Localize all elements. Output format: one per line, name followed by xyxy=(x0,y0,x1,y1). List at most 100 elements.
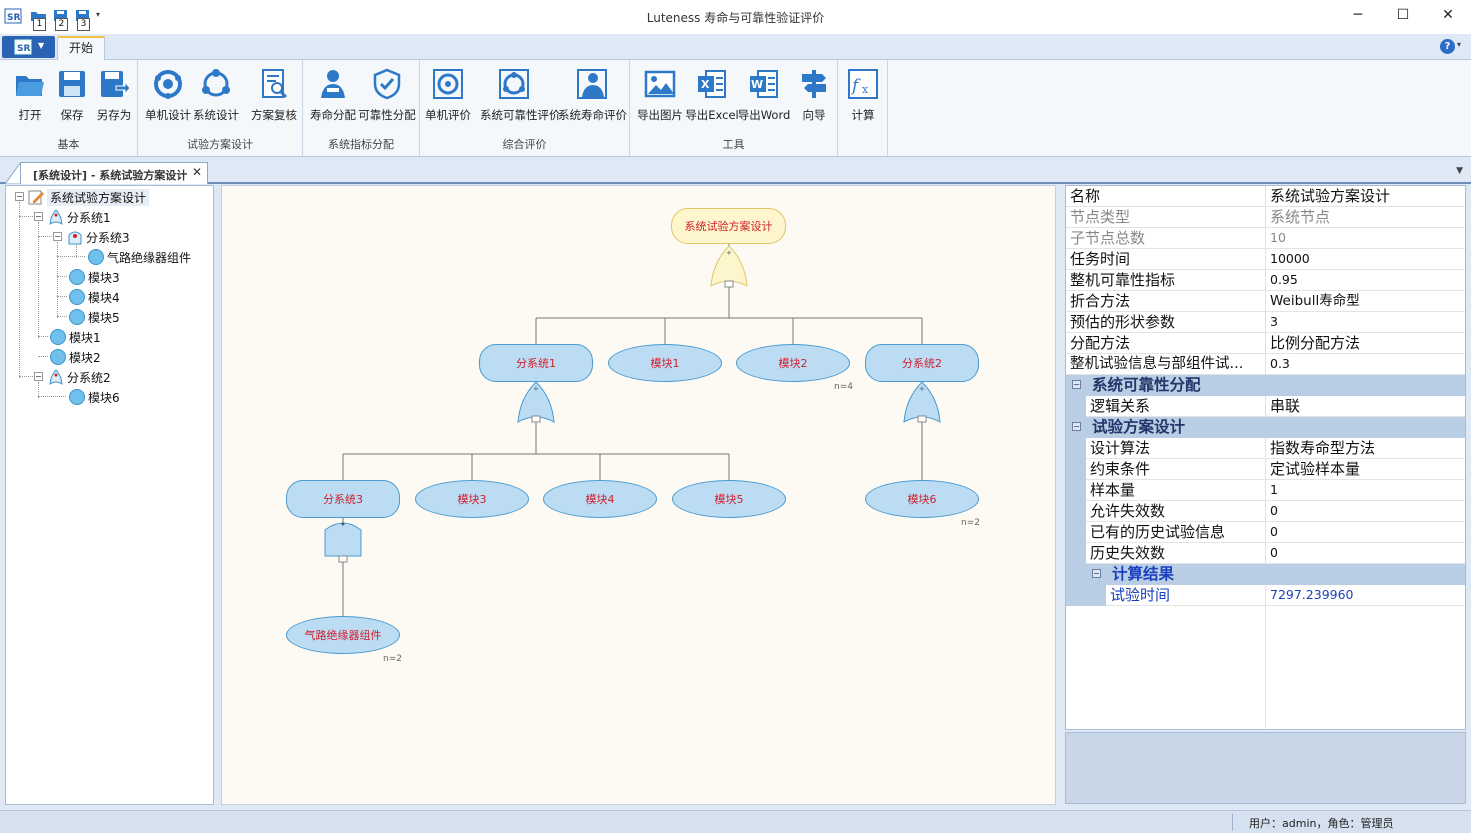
tab-start[interactable]: 开始 xyxy=(57,36,105,61)
system-life-evaluation-button[interactable]: 系统寿命评价 xyxy=(558,64,627,122)
tree-expander-sub2[interactable]: − xyxy=(34,372,43,381)
qat-save-button[interactable]: 2 xyxy=(52,9,70,31)
diagram-node-subsystem1[interactable]: 分系统1 xyxy=(479,344,593,382)
tree-item-subsystem3[interactable]: 分系统3 xyxy=(67,228,130,246)
diagram-node-module5[interactable]: 模块5 xyxy=(672,480,786,518)
tree-item-module5[interactable]: 模块5 xyxy=(67,308,120,326)
help-icon[interactable]: ? xyxy=(1440,39,1455,54)
tree-item-component[interactable]: 气路绝缘器组件 xyxy=(86,248,191,266)
diagram-canvas[interactable]: + + + 系统试验方案设计 分系统1 模块1 模块2 分系统2 n=4 分系统… xyxy=(221,185,1056,805)
prop-value: 10 xyxy=(1270,230,1286,245)
collapse-toggle[interactable]: − xyxy=(1072,422,1081,431)
tree-item-module1[interactable]: 模块1 xyxy=(48,328,101,346)
wizard-button[interactable]: 向导 xyxy=(794,64,834,122)
tree-item-module3[interactable]: 模块3 xyxy=(67,268,120,286)
or-gate-subsystem2[interactable]: + xyxy=(903,381,941,423)
category-label: 系统可靠性分配 xyxy=(1092,376,1201,394)
export-image-button[interactable]: 导出图片 xyxy=(637,64,683,122)
diagram-node-module3[interactable]: 模块3 xyxy=(415,480,529,518)
system-reliability-icon xyxy=(499,69,529,99)
tree-item-root[interactable]: 系统试验方案设计 xyxy=(28,188,150,206)
diagram-node-module6[interactable]: 模块6 xyxy=(865,480,979,518)
save-as-button[interactable]: 另存为 xyxy=(96,64,132,122)
ribbon-panel: 打开 保存 另存为 基本 单机设计 系统设计 方案复核 试验方案设计 xyxy=(0,60,1471,157)
close-tab-icon[interactable]: ✕ xyxy=(191,165,202,179)
save-button[interactable]: 保存 xyxy=(54,64,90,122)
system-reliability-evaluation-button[interactable]: 系统可靠性评价 xyxy=(480,64,561,122)
diagram-node-root[interactable]: 系统试验方案设计 xyxy=(671,208,786,244)
tree-item-subsystem2[interactable]: 分系统2 xyxy=(48,368,111,386)
qat-customize-dropdown[interactable]: ▾ xyxy=(96,10,101,19)
tree-item-subsystem1[interactable]: 分系统1 xyxy=(48,208,111,226)
unit-evaluation-label: 单机评价 xyxy=(425,108,471,122)
and-gate-subsystem3[interactable] xyxy=(324,522,362,563)
export-excel-button[interactable]: X 导出Excel xyxy=(685,64,739,122)
diagram-node-subsystem2[interactable]: 分系统2 xyxy=(865,344,979,382)
maximize-button[interactable]: ☐ xyxy=(1396,7,1410,23)
status-user-info: 用户：admin，角色：管理员 xyxy=(1249,817,1394,830)
diagram-node-component[interactable]: 气路绝缘器组件 xyxy=(286,616,400,654)
help-dropdown-icon[interactable]: ▾ xyxy=(1457,40,1462,49)
tree-line xyxy=(38,222,39,338)
tree-expander-root[interactable]: − xyxy=(15,192,24,201)
collapse-toggle[interactable]: − xyxy=(1072,380,1081,389)
system-design-button[interactable]: 系统设计 xyxy=(193,64,239,122)
reliability-allocation-button[interactable]: 可靠性分配 xyxy=(358,64,416,122)
close-button[interactable]: ✕ xyxy=(1442,7,1454,23)
application-menu-button[interactable]: SR ▼ xyxy=(2,36,55,58)
or-gate-subsystem1[interactable]: + xyxy=(517,381,555,423)
node-count-annotation: n=2 xyxy=(383,654,402,664)
prop-value: 指数寿命型方法 xyxy=(1270,439,1376,457)
category-calc-result[interactable]: − 计算结果 xyxy=(1086,564,1465,585)
unit-evaluation-button[interactable]: 单机评价 xyxy=(425,64,471,122)
indent-margin xyxy=(1066,438,1086,606)
prop-row-constraint[interactable]: 约束条件定试验样本量 xyxy=(1086,459,1465,480)
category-test-plan[interactable]: − 试验方案设计 xyxy=(1066,417,1465,438)
plan-review-button[interactable]: 方案复核 xyxy=(251,64,297,122)
export-word-button[interactable]: W 导出Word xyxy=(738,64,790,122)
collapse-toggle[interactable]: − xyxy=(1092,569,1101,578)
minimize-button[interactable]: ─ xyxy=(1353,7,1363,23)
tree-item-module4[interactable]: 模块4 xyxy=(67,288,120,306)
prop-name: 历史失效数 xyxy=(1090,544,1166,562)
prop-name: 试验时间 xyxy=(1110,586,1171,604)
tree-item-root-label: 系统试验方案设计 xyxy=(47,188,150,206)
tree-item-module2[interactable]: 模块2 xyxy=(48,348,101,366)
prop-row-name[interactable]: 名称系统试验方案设计 xyxy=(1066,186,1465,207)
open-button[interactable]: 打开 xyxy=(12,64,48,122)
diagram-node-module1[interactable]: 模块1 xyxy=(608,344,722,382)
diagram-node-module4[interactable]: 模块4 xyxy=(543,480,657,518)
prop-row-node-type[interactable]: 节点类型系统节点 xyxy=(1066,207,1465,228)
prop-divider xyxy=(1265,333,1266,354)
category-reliability-allocation[interactable]: − 系统可靠性分配 xyxy=(1066,375,1465,396)
prop-row-info-ratio[interactable]: 整机试验信息与部组件试...0.3 xyxy=(1066,354,1465,375)
tree-expander-sub3[interactable]: − xyxy=(53,232,62,241)
prop-row-allocation-method[interactable]: 分配方法比例分配方法 xyxy=(1066,333,1465,354)
prop-row-logic[interactable]: 逻辑关系串联 xyxy=(1086,396,1465,417)
qat-open-button[interactable]: 1 xyxy=(30,9,48,31)
signpost-icon xyxy=(802,70,826,98)
life-allocation-button[interactable]: 寿命分配 xyxy=(310,64,356,122)
tab-list-dropdown[interactable]: ▼ xyxy=(1456,166,1463,176)
diagram-node-module2[interactable]: 模块2 xyxy=(736,344,850,382)
diagram-node-subsystem3[interactable]: 分系统3 xyxy=(286,480,400,518)
qat-saveas-button[interactable]: 3 xyxy=(74,9,92,31)
or-gate-root[interactable]: + xyxy=(710,245,748,288)
prop-row-design-algorithm[interactable]: 设计算法指数寿命型方法 xyxy=(1086,438,1465,459)
document-tab-system-design[interactable]: [系统设计] - 系统试验方案设计 ✕ xyxy=(20,162,208,184)
tree-item-module6[interactable]: 模块6 xyxy=(67,388,120,406)
tree-expander-sub1[interactable]: − xyxy=(34,212,43,221)
calculate-label: 计算 xyxy=(851,108,875,122)
unit-design-button[interactable]: 单机设计 xyxy=(145,64,191,122)
